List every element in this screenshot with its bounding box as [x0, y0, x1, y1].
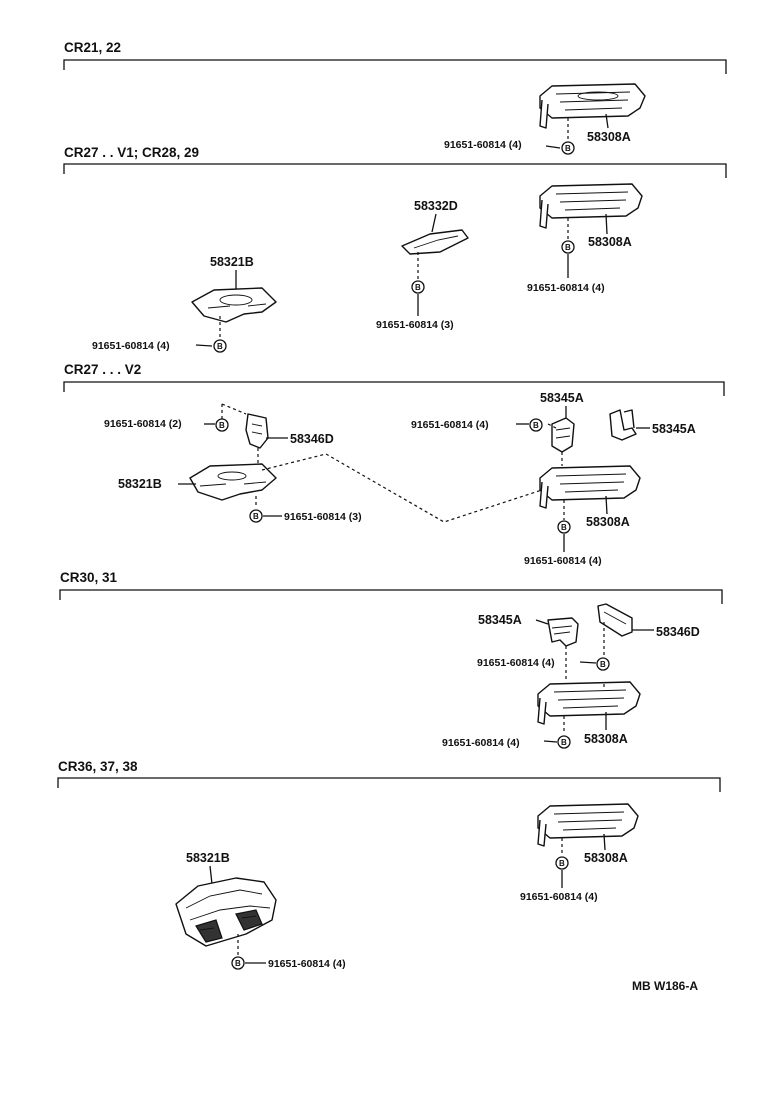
label-bolt: 91651-60814 (4)	[524, 555, 602, 567]
section-cr21-22: CR21, 22 58308A B 91651-60814 (4)	[63, 40, 727, 155]
svg-text:B: B	[533, 421, 539, 430]
label-58345A: 58345A	[540, 391, 584, 405]
label-58332D: 58332D	[414, 199, 458, 213]
section-bracket	[63, 59, 727, 74]
part-58321B	[191, 287, 277, 323]
label-58321B: 58321B	[210, 255, 254, 269]
label-58308A: 58308A	[588, 235, 632, 249]
svg-text:B: B	[219, 421, 225, 430]
label-58308A: 58308A	[587, 130, 631, 144]
part-58308A	[539, 465, 641, 509]
label-bolt: 91651-60814 (4)	[477, 657, 555, 669]
label-58308A: 58308A	[584, 851, 628, 865]
bolt-marker-icon: B	[249, 509, 263, 523]
bolt-marker-icon: B	[411, 280, 425, 294]
diagram-code: MB W186-A	[632, 979, 698, 993]
section-cr30-31: CR30, 31 58345A 58346D B 91651-60814 (4)	[59, 570, 723, 749]
bolt-marker-icon: B	[561, 240, 575, 254]
part-58308A	[539, 83, 646, 129]
section-bracket	[59, 589, 723, 604]
bolt-marker-icon: B	[561, 141, 575, 155]
part-58345A	[547, 617, 579, 647]
svg-text:B: B	[559, 859, 565, 868]
part-58308A	[537, 681, 641, 725]
svg-text:B: B	[565, 243, 571, 252]
part-58308A	[539, 183, 643, 229]
bolt-marker-icon: B	[596, 657, 610, 671]
svg-text:B: B	[415, 283, 421, 292]
label-bolt: 91651-60814 (3)	[376, 319, 454, 331]
section-cr36-37-38: CR36, 37, 38 58308A B 91651-60814 (4) 58…	[57, 759, 721, 970]
part-58321B	[175, 877, 277, 947]
label-bolt: 91651-60814 (4)	[92, 340, 170, 352]
bolt-marker-icon: B	[213, 339, 227, 353]
section-title: CR21, 22	[64, 40, 121, 55]
label-bolt: 91651-60814 (4)	[268, 958, 346, 970]
bolt-marker-icon: B	[555, 856, 569, 870]
label-bolt: 91651-60814 (4)	[444, 139, 522, 151]
label-58308A: 58308A	[584, 732, 628, 746]
label-bolt: 91651-60814 (4)	[520, 891, 598, 903]
section-cr27-v1-cr28-29: CR27 . . V1; CR28, 29 58308A B 91651-608…	[63, 145, 727, 353]
part-58345A	[609, 409, 637, 441]
svg-text:B: B	[217, 342, 223, 351]
label-58345A: 58345A	[478, 613, 522, 627]
label-bolt: 91651-60814 (2)	[104, 418, 182, 430]
bolt-marker-icon: B	[529, 418, 543, 432]
section-bracket	[57, 777, 721, 792]
label-58308A: 58308A	[586, 515, 630, 529]
section-title: CR30, 31	[60, 570, 118, 585]
label-bolt: 91651-60814 (3)	[284, 511, 362, 523]
label-58346D: 58346D	[656, 625, 700, 639]
bolt-marker-icon: B	[231, 956, 245, 970]
label-58346D: 58346D	[290, 432, 334, 446]
part-58308A	[537, 803, 639, 847]
section-title: CR36, 37, 38	[58, 759, 138, 774]
svg-text:B: B	[565, 144, 571, 153]
svg-text:B: B	[561, 738, 567, 747]
label-bolt: 91651-60814 (4)	[527, 282, 605, 294]
section-bracket	[63, 163, 727, 178]
section-title: CR27 . . . V2	[64, 362, 141, 377]
label-58345A: 58345A	[652, 422, 696, 436]
section-title: CR27 . . V1; CR28, 29	[64, 145, 199, 160]
svg-text:B: B	[235, 959, 241, 968]
label-bolt: 91651-60814 (4)	[411, 419, 489, 431]
bolt-marker-icon: B	[557, 520, 571, 534]
label-bolt: 91651-60814 (4)	[442, 737, 520, 749]
svg-text:B: B	[600, 660, 606, 669]
bolt-marker-icon: B	[215, 418, 229, 432]
part-58321B	[189, 463, 277, 501]
svg-text:B: B	[561, 523, 567, 532]
part-58345A	[551, 417, 575, 453]
section-bracket	[63, 381, 725, 396]
section-cr27-v2: CR27 . . . V2 58346D B 91651-60814 (2) 5…	[63, 362, 725, 567]
bolt-marker-icon: B	[557, 735, 571, 749]
part-58346D	[597, 603, 633, 637]
part-58346D	[245, 413, 269, 449]
part-58332D	[401, 229, 469, 255]
label-58321B: 58321B	[186, 851, 230, 865]
svg-text:B: B	[253, 512, 259, 521]
label-58321B: 58321B	[118, 477, 162, 491]
